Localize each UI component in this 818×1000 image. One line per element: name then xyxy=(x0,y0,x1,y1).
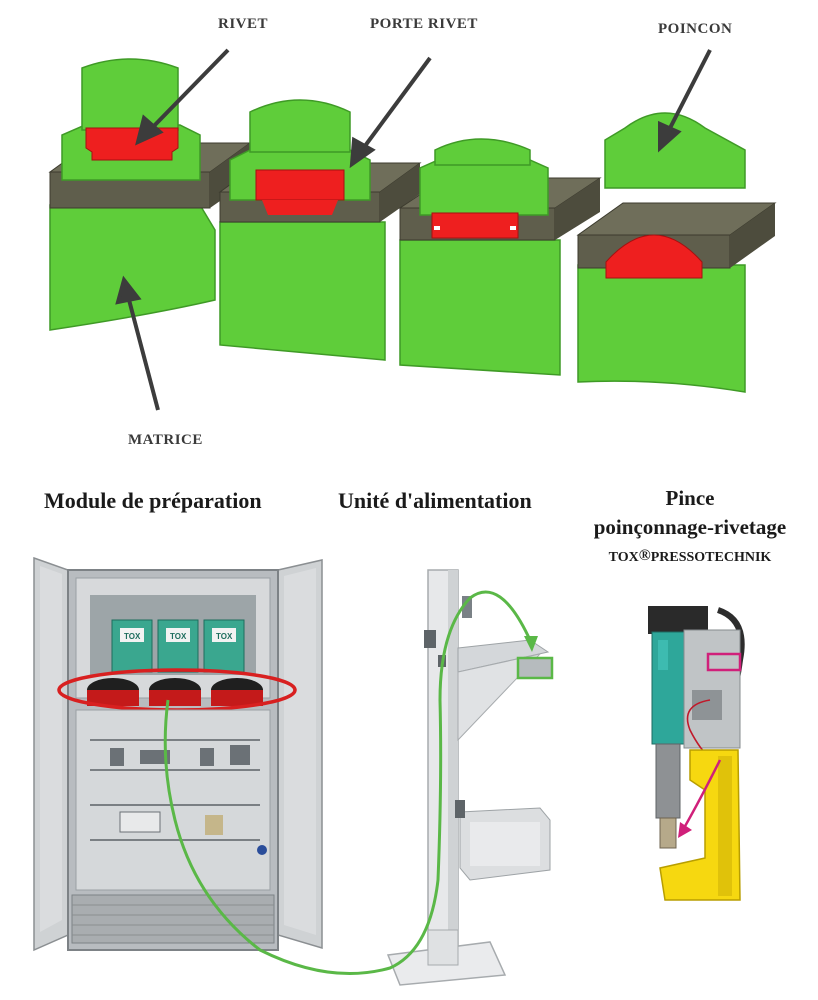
electrical-rails xyxy=(90,739,260,841)
stage-4 xyxy=(576,112,777,393)
stage-4-die xyxy=(577,264,746,393)
stage-3-holder xyxy=(419,159,549,216)
cabinet-right-door-inner xyxy=(284,568,316,935)
label-matrice: MATRICE xyxy=(128,432,203,448)
arrow-matrice xyxy=(126,295,160,411)
vibrating-bowls xyxy=(87,678,263,706)
title-module: Module de préparation xyxy=(44,488,262,513)
label-porte-rivet: PORTE RIVET xyxy=(370,16,478,32)
stage-3-rivet-notch-left xyxy=(434,226,440,230)
stage-3 xyxy=(398,138,602,376)
brand-tox: TOX xyxy=(609,550,639,565)
stage-1-die xyxy=(49,204,216,331)
stage-4-sheet-side xyxy=(730,203,775,268)
feeder-module-1 xyxy=(111,619,153,673)
stage-2-sheet-side xyxy=(380,163,420,222)
arrowhead-poincon xyxy=(658,120,682,153)
feed-cable-arrowhead xyxy=(524,636,538,652)
clamp-marker xyxy=(706,652,742,672)
stage-2-punch xyxy=(249,99,351,153)
stage-3-rivet xyxy=(431,212,519,239)
clamp-cylinder-panel xyxy=(658,640,668,670)
arrowhead-porte-rivet xyxy=(349,136,376,169)
arrow-poincon xyxy=(666,49,712,133)
arrow-porte-rivet xyxy=(360,56,432,152)
feed-cable xyxy=(163,590,532,976)
brand-rest: PRESSOTECHNIK xyxy=(651,550,772,565)
riveting-clamp xyxy=(648,606,745,901)
title-pince-line2: poinçonnage-rivetage xyxy=(594,515,786,539)
bowl-2-body xyxy=(149,690,201,706)
stand-foot xyxy=(427,929,459,966)
feeder-plate-2 xyxy=(166,628,190,642)
feed-head xyxy=(516,656,554,680)
stage-2-rivet xyxy=(255,169,345,201)
feeder-label-1: TOX xyxy=(124,632,141,641)
clamp-frame-strip xyxy=(718,756,732,896)
stage-3-die xyxy=(399,239,561,376)
feeder-plate-3 xyxy=(212,628,236,642)
preparation-cabinet: TOX TOX TOX xyxy=(33,556,323,952)
electrical-components xyxy=(110,745,267,855)
stage-2-rivet-shank xyxy=(262,200,338,215)
clamp-top-block xyxy=(648,606,708,634)
riveting-sequence: RIVET PORTE RIVET POINCON MATRICE xyxy=(48,16,777,448)
clamp-body xyxy=(683,629,741,749)
feed-unit-box-face xyxy=(470,822,540,866)
title-unite: Unité d'alimentation xyxy=(338,488,532,513)
stand-arm xyxy=(457,639,550,673)
callout-arrows xyxy=(115,48,712,411)
bowl-3-body xyxy=(211,690,263,706)
feed-unit-stand xyxy=(386,569,554,986)
stage-3-rivet-notch-right xyxy=(510,226,516,230)
stage-1-rivet xyxy=(85,127,179,161)
feeder-module-2 xyxy=(157,619,199,673)
stage-1-punch xyxy=(81,58,179,131)
label-rivet: RIVET xyxy=(218,16,268,32)
feeder-module-3 xyxy=(203,619,245,673)
stage-3-sheet-side xyxy=(555,178,600,240)
feeder-plate-1 xyxy=(120,628,144,642)
stage-2-die xyxy=(219,221,386,361)
arrow-rivet xyxy=(148,48,230,132)
stage-2 xyxy=(218,99,422,361)
stage-4-punch xyxy=(604,112,746,189)
stage-4-rivet xyxy=(605,234,703,279)
feeder-modules: TOX TOX TOX xyxy=(111,619,245,673)
clamp-magenta-arrow xyxy=(682,759,722,829)
clamp-magenta-arrowhead xyxy=(678,822,692,838)
arrowhead-rivet xyxy=(135,114,164,146)
clamp-valve xyxy=(692,690,722,720)
feeder-label-2: TOX xyxy=(170,632,187,641)
arrowhead-matrice xyxy=(115,275,142,305)
title-pince-brand: TOX®PRESSOTECHNIK xyxy=(609,547,772,565)
brand-reg: ® xyxy=(639,547,651,564)
stage-3-punch xyxy=(434,138,531,166)
label-poincon: POINCON xyxy=(658,21,732,37)
cabinet-left-door-inner xyxy=(40,566,62,932)
stand-column-shade xyxy=(448,570,458,955)
feeder-label-3: TOX xyxy=(216,632,233,641)
clamp-nozzle xyxy=(659,817,677,849)
bowl-1-body xyxy=(87,690,139,706)
title-pince-line1: Pince xyxy=(666,486,715,510)
cabinet-lower xyxy=(75,709,271,891)
clamp-rod xyxy=(655,743,681,819)
